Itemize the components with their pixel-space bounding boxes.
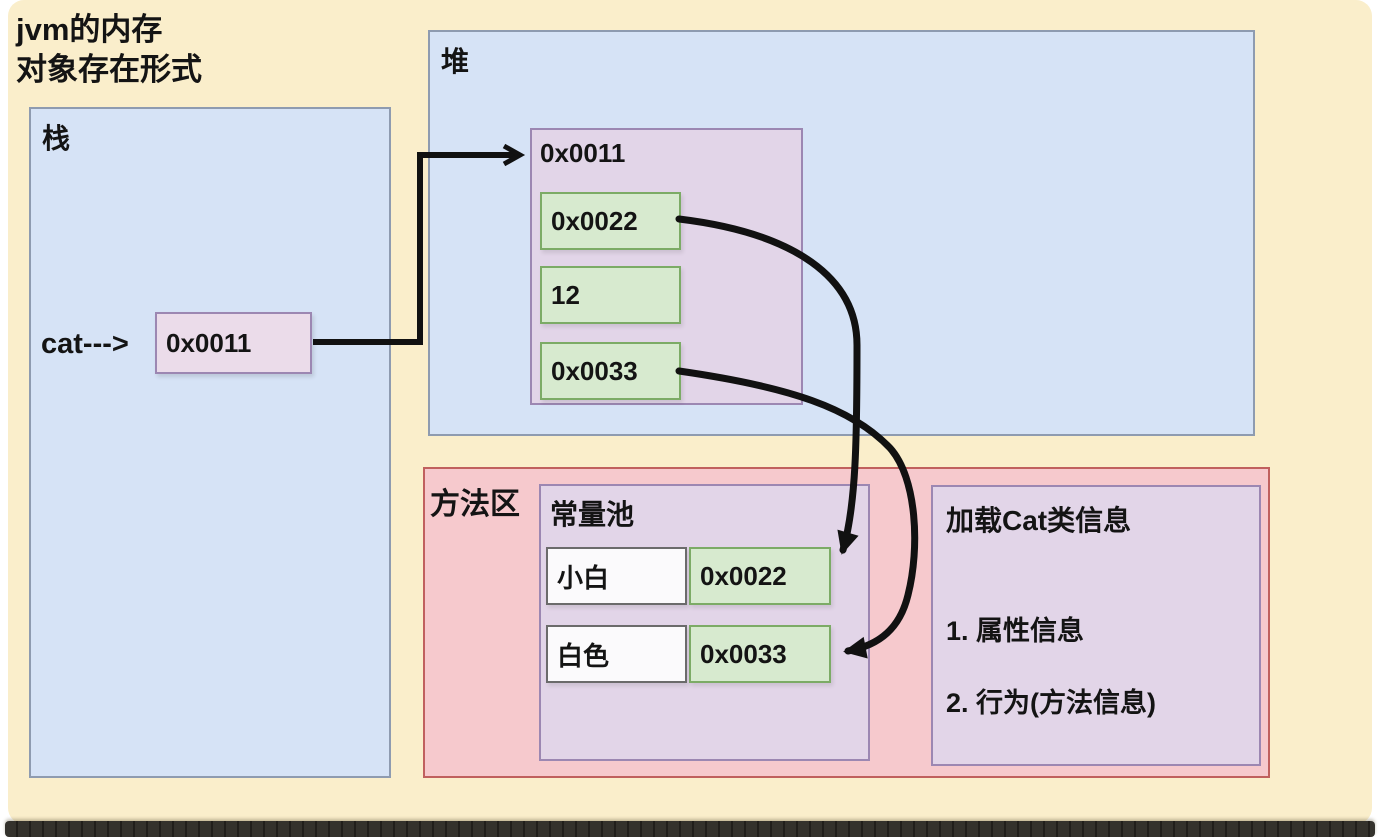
cat-reference-label: cat---> bbox=[41, 328, 129, 360]
method-area-region: 方法区 常量池 小白 0x0022 白色 0x0033 加载Cat类信息 1. … bbox=[423, 467, 1270, 778]
constant-pool-label: 常量池 bbox=[550, 499, 635, 530]
diagram-title: jvm的内存 对象存在形式 bbox=[16, 10, 202, 90]
cat-ref-box: 0x0011 bbox=[155, 312, 312, 374]
class-info-box: 加载Cat类信息 1. 属性信息 2. 行为(方法信息) bbox=[931, 485, 1261, 766]
constant-address-box: 0x0022 bbox=[689, 547, 831, 605]
stack-label: 栈 bbox=[42, 123, 71, 154]
class-info-title: 加载Cat类信息 bbox=[946, 505, 1132, 536]
diagram-title-line1: jvm的内存 bbox=[16, 12, 163, 47]
cat-object-box: 0x0011 0x0022 12 0x0033 bbox=[530, 128, 803, 405]
stack-region: 栈 bbox=[29, 107, 391, 778]
object-field-age-value: 12 bbox=[540, 266, 681, 324]
object-field-name-ref: 0x0022 bbox=[540, 192, 681, 250]
constant-address-box: 0x0033 bbox=[689, 625, 831, 683]
object-address-label: 0x0011 bbox=[540, 138, 626, 168]
constant-name-box: 小白 bbox=[546, 547, 687, 605]
constant-name-box: 白色 bbox=[546, 625, 687, 683]
object-field-color-ref: 0x0033 bbox=[540, 342, 681, 400]
heap-label: 堆 bbox=[441, 46, 470, 77]
video-timeline-bar[interactable] bbox=[5, 821, 1375, 837]
constant-pool-box: 常量池 小白 0x0022 白色 0x0033 bbox=[539, 484, 870, 761]
class-info-items: 1. 属性信息 2. 行为(方法信息) bbox=[946, 577, 1156, 757]
class-info-item: 2. 行为(方法信息) bbox=[946, 688, 1157, 718]
method-area-label: 方法区 bbox=[430, 488, 520, 521]
diagram-canvas: jvm的内存 对象存在形式 栈 cat---> 0x0011 堆 0x0011 … bbox=[8, 0, 1372, 824]
diagram-title-line2: 对象存在形式 bbox=[16, 52, 202, 87]
class-info-item: 1. 属性信息 bbox=[946, 616, 1085, 646]
